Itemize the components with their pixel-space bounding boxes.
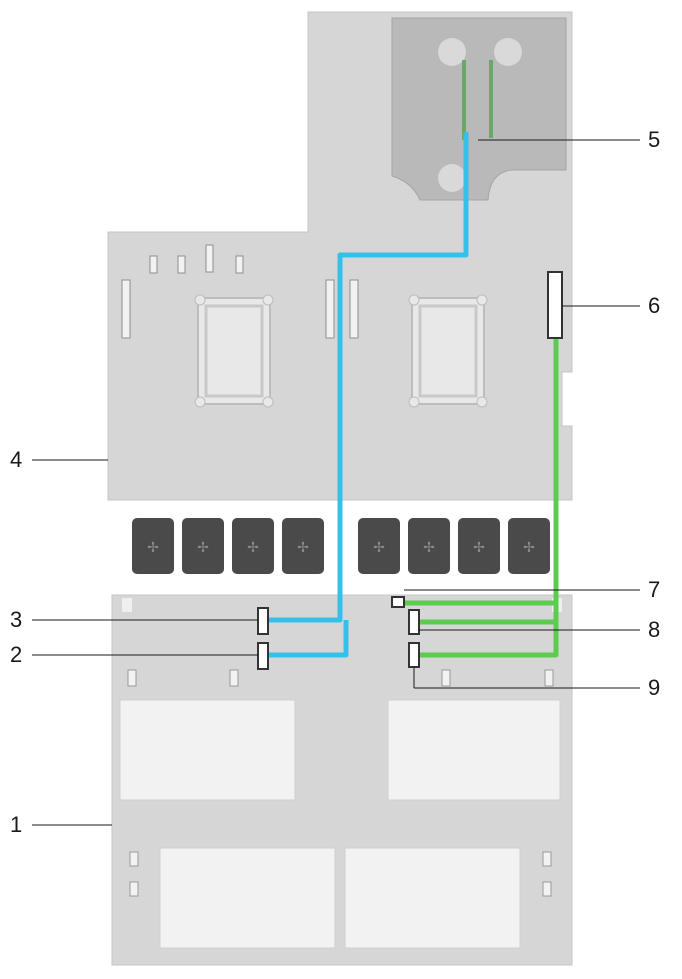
svg-text:✢: ✢ (297, 540, 309, 556)
cpu-socket-left (194, 294, 274, 408)
leader-lines (32, 139, 640, 826)
fan-icon: ✢ (182, 518, 224, 574)
svg-text:✢: ✢ (423, 540, 435, 556)
svg-text:✢: ✢ (473, 540, 485, 556)
callout-5: 5 (648, 127, 660, 152)
fan-icon: ✢ (408, 518, 450, 574)
callout-4: 4 (10, 447, 22, 472)
blue-cable (268, 132, 469, 658)
fan-icon: ✢ (458, 518, 500, 574)
svg-text:✢: ✢ (247, 540, 259, 556)
fan-icon: ✢ (358, 518, 400, 574)
svg-text:✢: ✢ (197, 540, 209, 556)
fan-icon: ✢ (282, 518, 324, 574)
connector-7 (391, 596, 405, 608)
connector-9 (408, 642, 420, 668)
callout-8: 8 (648, 617, 660, 642)
callout-1: 1 (10, 812, 22, 837)
connector-2 (257, 642, 269, 670)
callout-2: 2 (10, 642, 22, 667)
fan-icon: ✢ (132, 518, 174, 574)
svg-text:✢: ✢ (523, 540, 535, 556)
cpu-socket-right (408, 294, 488, 408)
backplane-board (111, 594, 573, 966)
callout-6: 6 (648, 293, 660, 318)
callout-3: 3 (10, 607, 22, 632)
riser-card (391, 17, 567, 201)
callout-9: 9 (648, 675, 660, 700)
connector-3 (257, 607, 269, 635)
connector-6 (547, 271, 563, 339)
green-cable (402, 338, 559, 658)
svg-text:✢: ✢ (147, 540, 159, 556)
callout-7: 7 (648, 577, 660, 602)
fan-icon: ✢ (232, 518, 274, 574)
fan-icon: ✢ (508, 518, 550, 574)
svg-text:✢: ✢ (373, 540, 385, 556)
fan-row: ✢ ✢ ✢ ✢ ✢ ✢ ✢ ✢ (132, 518, 550, 574)
connector-8 (408, 609, 420, 635)
